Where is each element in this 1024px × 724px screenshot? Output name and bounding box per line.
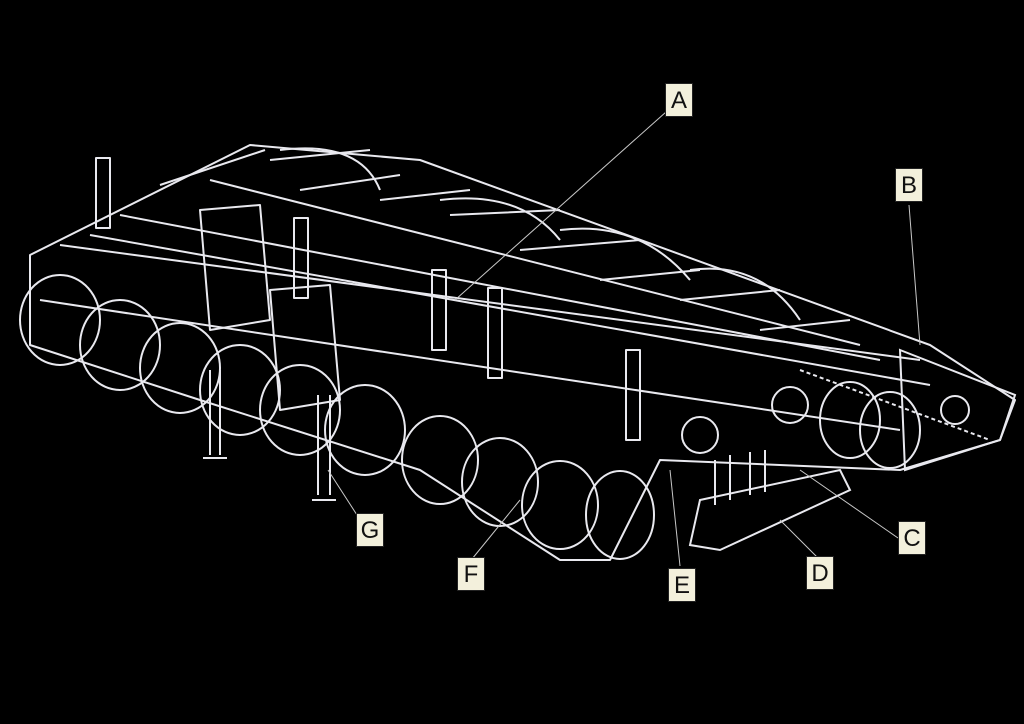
leader-lines [327, 111, 921, 567]
levelling-board [681, 386, 852, 552]
callout-c: C [898, 521, 926, 555]
machine-frame [29, 144, 1016, 561]
callout-g: G [356, 513, 384, 547]
callout-b: B [895, 168, 923, 202]
callout-f: F [457, 557, 485, 591]
callout-a: A [665, 83, 693, 117]
callout-e: E [668, 568, 696, 602]
roller-assembly [19, 274, 1017, 560]
callout-d: D [806, 556, 834, 590]
